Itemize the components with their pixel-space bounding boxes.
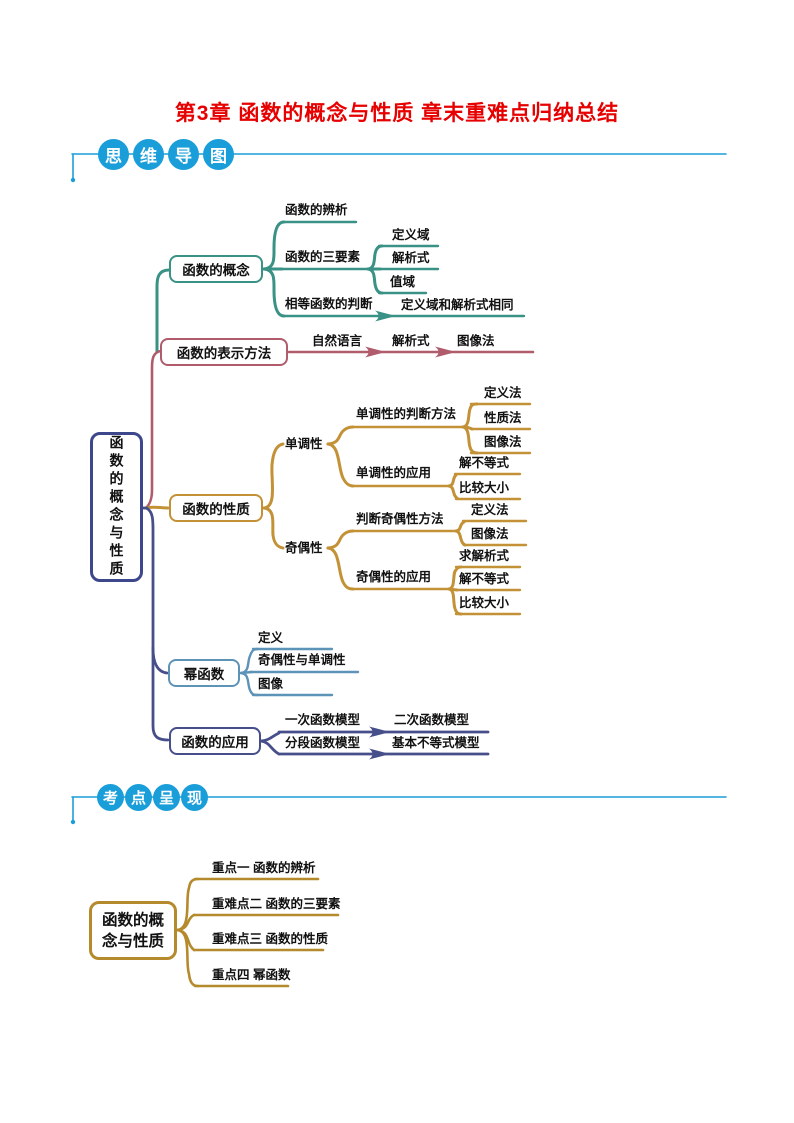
gold-branch-braces	[143, 402, 479, 616]
exam-point-3: 重难点三 函数的性质	[212, 932, 328, 946]
page-title: 第3章 函数的概念与性质 章末重难点归纳总结	[174, 102, 620, 125]
badge-char: 维	[140, 147, 157, 166]
root2-line2: 念与性质	[101, 932, 164, 950]
node-natural-language: 自然语言	[312, 334, 363, 348]
node-solve-inequality-2: 解不等式	[459, 572, 510, 586]
branch-function-properties: 函数的性质	[169, 494, 263, 522]
node-linear-function-model: 一次函数模型	[285, 713, 361, 727]
node-graph-method-1: 图像法	[484, 435, 522, 449]
rose-arrow-2	[435, 346, 456, 358]
badge-char: 考	[102, 790, 118, 807]
badge-kao: 考	[97, 784, 124, 811]
badge-char: 呈	[158, 790, 174, 807]
exam-point-2: 重难点二 函数的三要素	[212, 897, 341, 911]
root-node-label: 函数的概念与性质	[108, 435, 125, 579]
node-three-elements: 函数的三要素	[285, 250, 361, 264]
node-domain: 定义域	[392, 228, 430, 242]
badge-char: 现	[186, 790, 202, 807]
exam-point-1: 重点一 函数的辨析	[212, 861, 316, 875]
badge-char: 思	[105, 147, 122, 166]
badge-tu: 图	[203, 139, 234, 170]
node-quadratic-function-model: 二次函数模型	[394, 713, 470, 727]
node-definition-method-2: 定义法	[471, 503, 509, 517]
node-analytic-expression-rep: 解析式	[392, 334, 430, 348]
navy-arrow-1	[369, 726, 390, 738]
exam-point-4: 重点四 幂函数	[212, 968, 291, 982]
teal-underlines	[279, 220, 526, 318]
rule-end-dot-2	[70, 819, 76, 825]
rule-end-dot-1	[70, 177, 76, 183]
node-parity: 奇偶性	[285, 541, 323, 555]
node-parity-judgment: 判断奇偶性方法	[356, 512, 444, 526]
badge-xian: 现	[181, 784, 208, 811]
badge-dao: 导	[168, 139, 199, 170]
badge-cheng: 呈	[153, 784, 180, 811]
node-graph-method-rep: 图像法	[457, 334, 495, 348]
branch-power-function: 幂函数	[168, 659, 240, 687]
badge-char: 点	[130, 790, 146, 807]
node-same-domain-expression: 定义域和解析式相同	[401, 298, 514, 312]
node-graph-method-2: 图像法	[471, 527, 509, 541]
node-equal-function-judgment: 相等函数的判断	[285, 297, 373, 311]
badge-si: 思	[98, 139, 129, 170]
badge-char: 图	[210, 147, 227, 166]
node-parity-and-monotonicity: 奇偶性与单调性	[258, 653, 346, 667]
node-range: 值域	[390, 275, 416, 289]
node-compare-size-1: 比较大小	[459, 481, 510, 495]
badge-wei: 维	[133, 139, 164, 170]
badge-char: 导	[175, 147, 192, 166]
badge-dian: 点	[125, 784, 152, 811]
rose-branch-lines	[144, 349, 535, 510]
node-find-expression: 求解析式	[459, 549, 510, 563]
root-node-exam-points: 函数的概 念与性质	[89, 901, 177, 960]
node-parity-application: 奇偶性的应用	[356, 570, 432, 584]
node-monotonicity-application: 单调性的应用	[356, 466, 432, 480]
node-monotonicity-judgment: 单调性的判断方法	[356, 407, 457, 421]
node-basic-inequality-model: 基本不等式模型	[392, 736, 480, 750]
node-compare-size-2: 比较大小	[459, 596, 510, 610]
branch-representation-methods: 函数的表示方法	[160, 338, 288, 366]
map2-braces	[175, 877, 340, 988]
gold-underlines	[351, 402, 532, 616]
node-power-graph: 图像	[258, 677, 284, 691]
node-analytic-expression: 解析式	[392, 251, 430, 265]
node-property-method: 性质法	[484, 411, 522, 425]
node-power-definition: 定义	[258, 631, 284, 645]
node-function-discrimination: 函数的辨析	[285, 203, 348, 217]
branch-function-concept: 函数的概念	[169, 255, 263, 283]
teal-arrow	[375, 310, 396, 322]
steel-branch-lines	[239, 647, 360, 697]
rose-arrow-1	[365, 346, 386, 358]
node-monotonicity: 单调性	[285, 437, 323, 451]
navy-arrow-2	[369, 748, 390, 760]
branch-function-application: 函数的应用	[169, 727, 261, 755]
root-node-function-concept-and-properties: 函数的概念与性质	[90, 432, 143, 582]
teal-branch-braces	[155, 220, 384, 354]
root2-line1: 函数的概	[101, 911, 164, 929]
node-definition-method-1: 定义法	[484, 386, 522, 400]
node-piecewise-function-model: 分段函数模型	[285, 736, 361, 750]
node-solve-inequality-1: 解不等式	[459, 456, 510, 470]
